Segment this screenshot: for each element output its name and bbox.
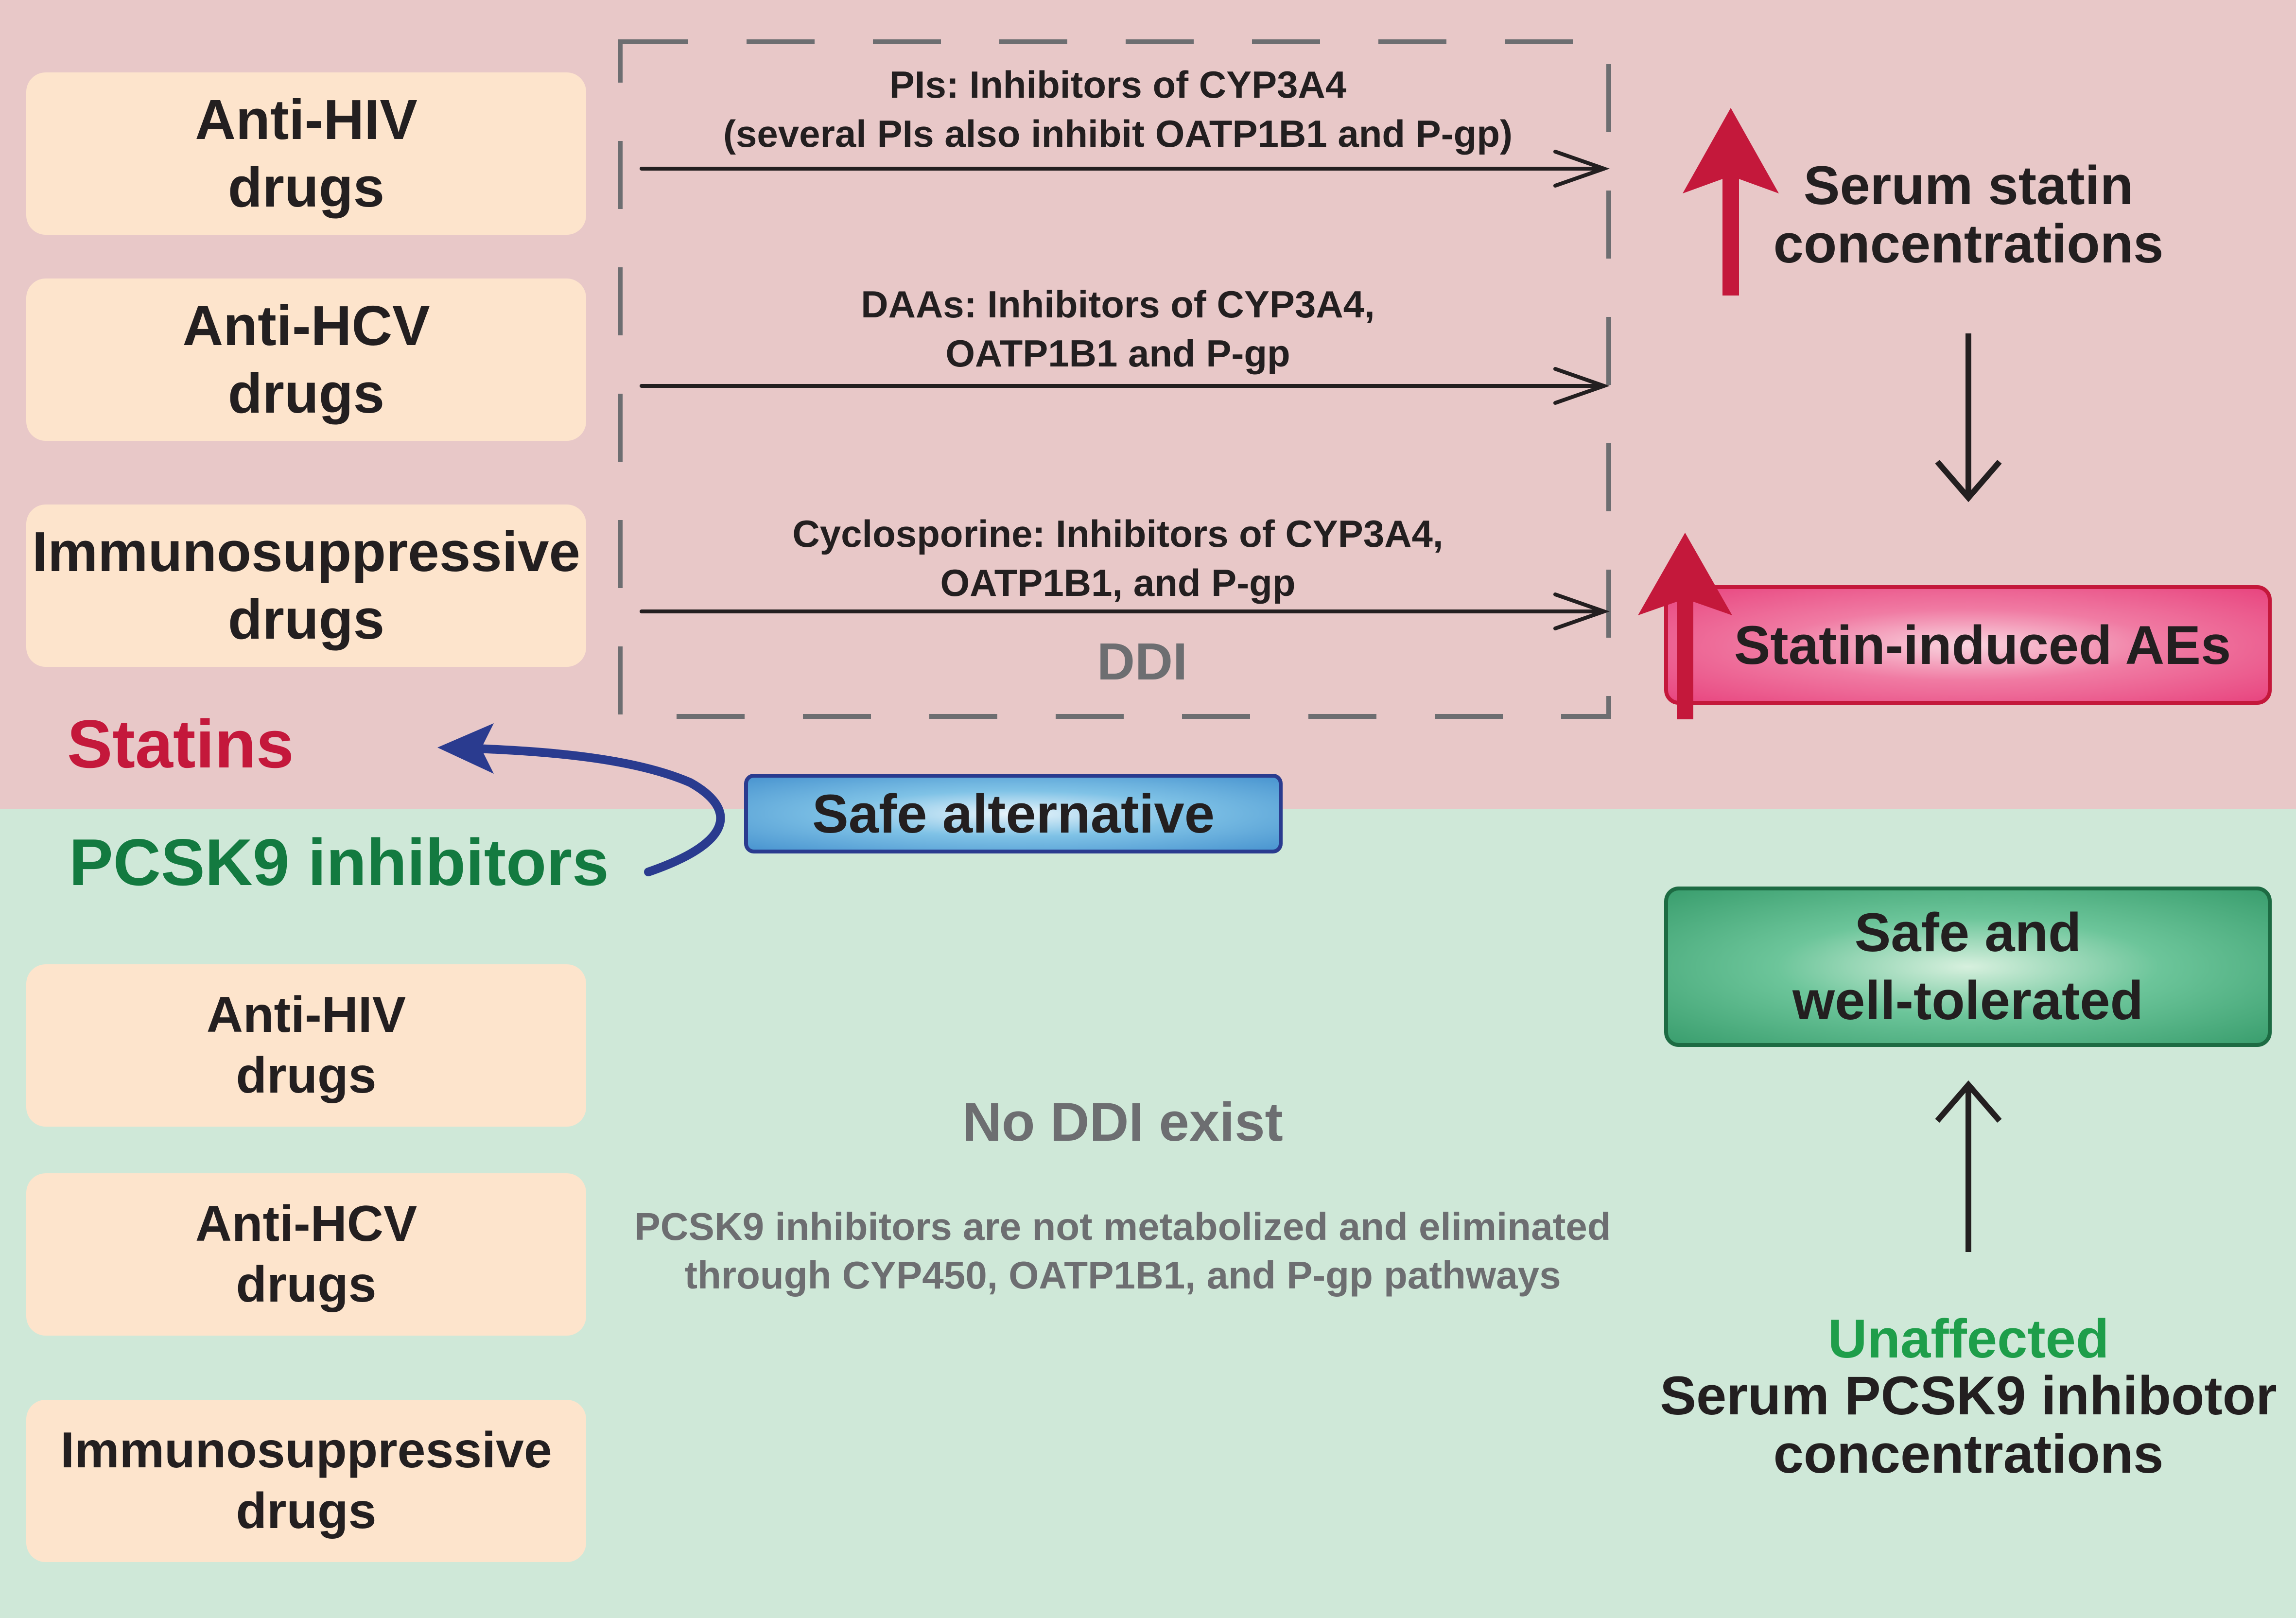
drug-suffix: drugs [236, 1256, 377, 1313]
interaction-line: PIs: Inhibitors of CYP3A4 [889, 63, 1347, 106]
no-ddi-note: PCSK9 inhibitors are not metabolized and… [612, 1202, 1633, 1300]
interaction-arrowhead-2 [1553, 367, 1610, 405]
ddi-label: DDI [1097, 632, 1187, 691]
safe-line: Safe and [1854, 902, 2082, 963]
drug-name: Immunosuppressive [32, 520, 581, 583]
safe-alternative-box: Safe alternative [744, 774, 1283, 853]
drug-name: Anti-HCV [182, 294, 430, 357]
no-ddi-note-line: through CYP450, OATP1B1, and P-gp pathwa… [684, 1253, 1561, 1297]
interaction-line: DAAs: Inhibitors of CYP3A4, [861, 283, 1375, 326]
unaffected-label: Unaffected [1827, 1308, 2109, 1369]
safe-tolerated-box: Safe and well-tolerated [1664, 887, 2272, 1047]
serum-statin-label: Serum statin concentrations [1750, 157, 2187, 273]
serum-pcsk9-line: Serum PCSK9 inhibotor [1660, 1365, 2277, 1426]
serum-statin-line: Serum statin [1803, 155, 2134, 216]
no-ddi-note-line: PCSK9 inhibitors are not metabolized and… [634, 1205, 1611, 1248]
interaction-label-cyclosporine: Cyclosporine: Inhibitors of CYP3A4, OATP… [632, 509, 1604, 608]
interaction-line: OATP1B1, and P-gp [940, 561, 1296, 605]
serum-statin-line: concentrations [1773, 213, 2164, 274]
drug-suffix: drugs [227, 362, 385, 425]
safe-line: well-tolerated [1792, 970, 2143, 1031]
drug-suffix: drugs [236, 1047, 377, 1104]
drug-suffix: drugs [227, 588, 385, 651]
statin-aes-box: Statin-induced AEs [1664, 585, 2272, 705]
black-down-arrow-icon [1935, 333, 2002, 503]
safe-alternative-label: Safe alternative [812, 783, 1215, 844]
interaction-label-daas: DAAs: Inhibitors of CYP3A4, OATP1B1 and … [632, 280, 1604, 379]
red-up-arrow-icon [1683, 108, 1779, 296]
blue-curved-arrow-icon [437, 723, 725, 876]
serum-pcsk9-label: Serum PCSK9 inhibotor concentrations [1604, 1367, 2296, 1483]
drug-name: Immunosuppressive [60, 1422, 552, 1479]
drug-name: Anti-HIV [206, 987, 406, 1044]
drug-name: Anti-HCV [195, 1196, 417, 1253]
drug-suffix: drugs [227, 156, 385, 219]
no-ddi-label: No DDI exist [962, 1092, 1283, 1152]
drug-name: Anti-HIV [195, 87, 417, 151]
statin-aes-label: Statin-induced AEs [1734, 614, 2231, 676]
interaction-line: OATP1B1 and P-gp [945, 332, 1290, 375]
interaction-arrowhead-3 [1553, 592, 1610, 630]
drug-suffix: drugs [236, 1483, 377, 1539]
pcsk9-title: PCSK9 inhibitors [69, 825, 609, 899]
interaction-arrowhead-1 [1553, 150, 1610, 188]
interaction-line: Cyclosporine: Inhibitors of CYP3A4, [792, 512, 1444, 555]
statins-title: Statins [67, 706, 294, 782]
ddi-dashed-box [618, 39, 1611, 719]
interaction-line: (several PIs also inhibit OATP1B1 and P-… [723, 112, 1513, 156]
black-up-arrow-icon [1935, 1080, 2002, 1252]
interaction-label-pis: PIs: Inhibitors of CYP3A4 (several PIs a… [632, 60, 1604, 159]
serum-pcsk9-line: concentrations [1773, 1423, 2164, 1484]
